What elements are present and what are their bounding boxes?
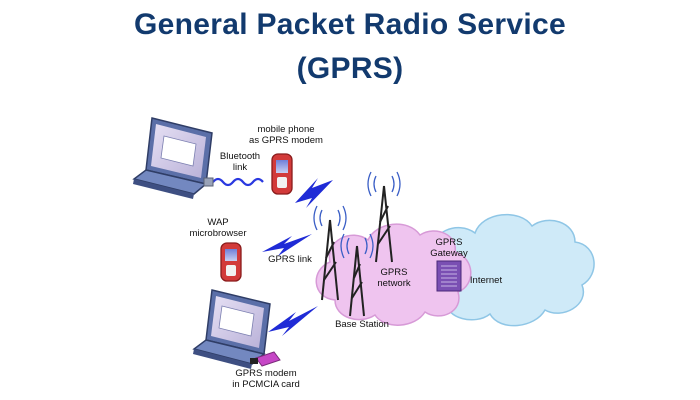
- pcmcia-card-icon: [250, 351, 281, 367]
- page-title-line2: (GPRS): [296, 52, 404, 85]
- signal-waves: [313, 171, 401, 259]
- label-pcmcia-2: in PCMCIA card: [232, 379, 300, 390]
- label-wap-1: WAP: [207, 217, 228, 228]
- label-gprs-gateway-2: Gateway: [430, 248, 468, 259]
- label-mobile-phone-2: as GPRS modem: [249, 135, 323, 146]
- label-base-station: Base Station: [335, 319, 389, 330]
- label-gprs-link: GPRS link: [268, 254, 312, 265]
- mobile-phone-icon-wap: [220, 242, 242, 282]
- lightning-link-icon: [262, 178, 333, 336]
- mobile-phone-icon-modem: [271, 153, 293, 195]
- antenna-tower-icon: [321, 185, 393, 317]
- label-bluetooth-1: Bluetooth: [220, 151, 260, 162]
- label-internet: Internet: [470, 275, 503, 286]
- label-gprs-network-2: network: [377, 278, 411, 289]
- laptop-icon-top: [132, 117, 213, 199]
- label-gprs-network-1: GPRS: [381, 267, 408, 278]
- internet-cloud-icon: [417, 213, 595, 327]
- bluetooth-wave-icon: [203, 177, 264, 187]
- label-pcmcia-1: GPRS modem: [235, 368, 296, 379]
- gprs-gateway-icon: [436, 260, 462, 292]
- label-wap-2: microbrowser: [189, 228, 246, 239]
- page-title-line1: General Packet Radio Service: [134, 8, 566, 41]
- label-mobile-phone-1: mobile phone: [257, 124, 314, 135]
- laptop-icon-bottom: [192, 289, 271, 369]
- label-bluetooth-2: link: [233, 162, 248, 173]
- label-gprs-gateway-1: GPRS: [436, 237, 463, 248]
